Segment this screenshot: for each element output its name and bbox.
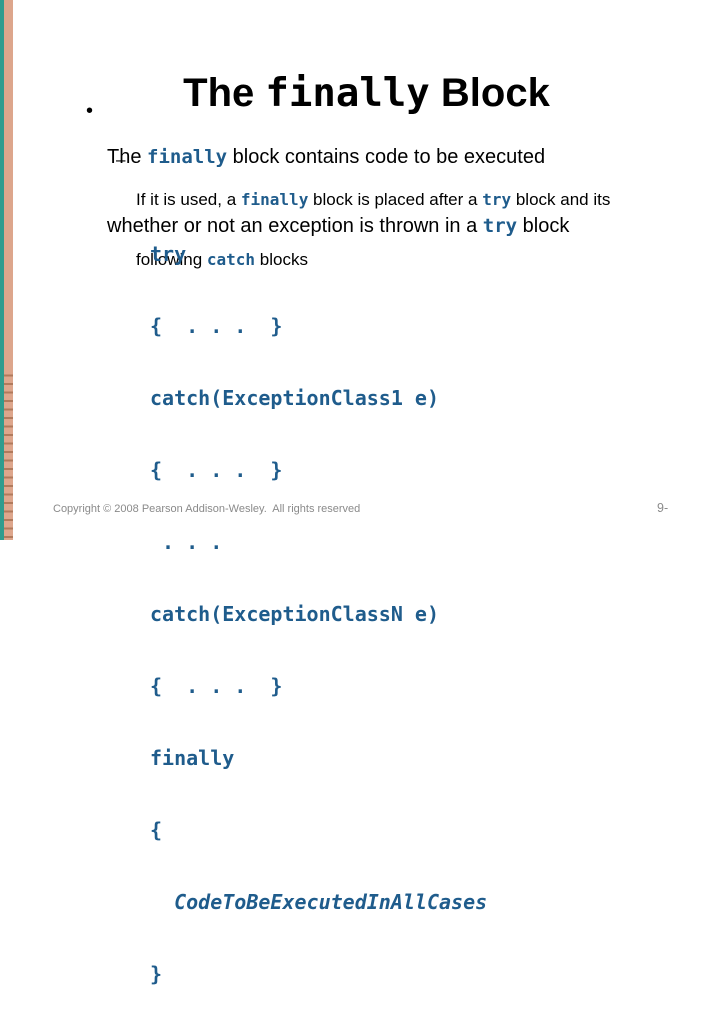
title-keyword-finally: finally: [265, 70, 430, 116]
code-line-ellipsis: . . .: [150, 530, 223, 554]
code-line-catch1: catch(ExceptionClass1 e): [150, 386, 439, 410]
bullet-text-run: whether or not an exception is thrown in…: [107, 215, 483, 237]
bullet-paragraph: The finally block contains code to be ex…: [107, 100, 569, 261]
sub-text-run: If it is used, a: [136, 190, 241, 209]
sub-text-run: blocks: [255, 250, 308, 269]
code-line-close-brace: }: [150, 962, 163, 986]
keyword-catch: catch: [206, 250, 256, 269]
bullet-marker: •: [86, 100, 94, 122]
bullet-text-run: The: [107, 146, 148, 168]
sub-bullet-paragraph: If it is used, a finally block is placed…: [136, 150, 610, 290]
sub-text-run: block and its: [511, 190, 611, 209]
keyword-try: try: [482, 190, 512, 209]
keyword-finally: finally: [240, 190, 309, 209]
sub-bullet-line-2: following catch blocks: [136, 250, 610, 270]
code-line-braces: { . . . }: [150, 674, 283, 698]
keyword-finally: finally: [147, 146, 228, 168]
sub-bullet-line-1: If it is used, a finally block is placed…: [136, 190, 610, 210]
code-line-try: try: [150, 242, 187, 266]
sub-text-run: block is placed after a: [308, 190, 483, 209]
footer-page-number: 9-: [657, 501, 669, 515]
code-line-braces: { . . . }: [150, 458, 283, 482]
code-line-placeholder: CodeToBeExecutedInAllCases: [150, 890, 488, 914]
edge-teal-stripe: [0, 0, 4, 540]
bullet-text-run: block contains code to be executed: [227, 146, 546, 168]
sub-text-run: following: [136, 250, 207, 269]
bullet-line-2: whether or not an exception is thrown in…: [107, 215, 569, 238]
code-line-finally: finally: [150, 746, 235, 770]
footer-copyright: Copyright © 2008 Pearson Addison-Wesley.…: [53, 503, 361, 515]
title-post: Block: [429, 70, 550, 115]
keyword-try: try: [482, 215, 518, 237]
slide-title: The finally Block: [13, 67, 720, 120]
bullet-text-run: block: [517, 215, 570, 237]
code-line-catchN: catch(ExceptionClassN e): [150, 602, 439, 626]
edge-rule-lines: [4, 368, 13, 540]
edge-tan-stripe: [4, 0, 13, 540]
code-line-braces: { . . . }: [150, 314, 283, 338]
sub-bullet-marker: –: [116, 150, 126, 169]
code-block: try { . . . } catch(ExceptionClass1 e) {…: [150, 194, 487, 1010]
bullet-line-1: The finally block contains code to be ex…: [107, 146, 569, 169]
title-pre: The: [183, 70, 266, 115]
code-line-open-brace: {: [150, 818, 163, 842]
